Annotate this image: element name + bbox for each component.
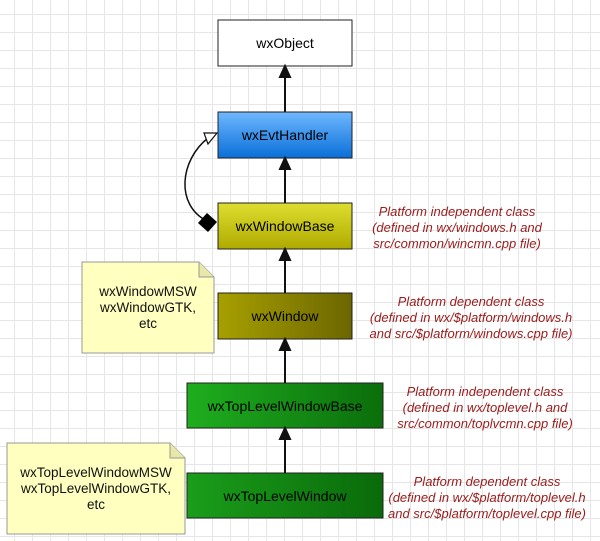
wxobject-box (217, 19, 353, 67)
wxtoplevelwindow-label: wxTopLevelWindow (223, 487, 347, 504)
wxtoplevelwindowbase-box (186, 382, 384, 429)
wxevthandler-box (217, 111, 353, 159)
note-window-impls-text: wxWindowMSW wxWindowGTK, etc (99, 284, 197, 331)
annotation-toplevel: Platform dependent class (defined in wx/… (388, 474, 586, 521)
note-toplevel-impls-text: wxTopLevelWindowMSW wxTopLevelWindowGTK,… (20, 465, 172, 512)
note-window-impls (81, 261, 215, 354)
annotation-window: Platform dependent class (defined in wx/… (369, 294, 573, 341)
annotation-window-base: Platform independent class (defined in w… (372, 204, 542, 251)
wxwindow-label: wxWindow (251, 308, 319, 324)
annotation-toplevel-base: Platform independent class (defined in w… (397, 384, 573, 431)
aggregation-arrow (184, 132, 219, 232)
wxwindow-box (217, 292, 353, 340)
inheritance-arrows (278, 63, 292, 473)
wxevthandler-label: wxEvtHandler (241, 127, 329, 143)
wxtoplevelwindow-box (186, 472, 384, 519)
wxwindowbase-label: wxWindowBase (235, 218, 335, 234)
wxtoplevelwindowbase-label: wxTopLevelWindowBase (207, 397, 363, 414)
note-toplevel-impls (6, 442, 186, 535)
wxobject-label: wxObject (256, 35, 314, 51)
